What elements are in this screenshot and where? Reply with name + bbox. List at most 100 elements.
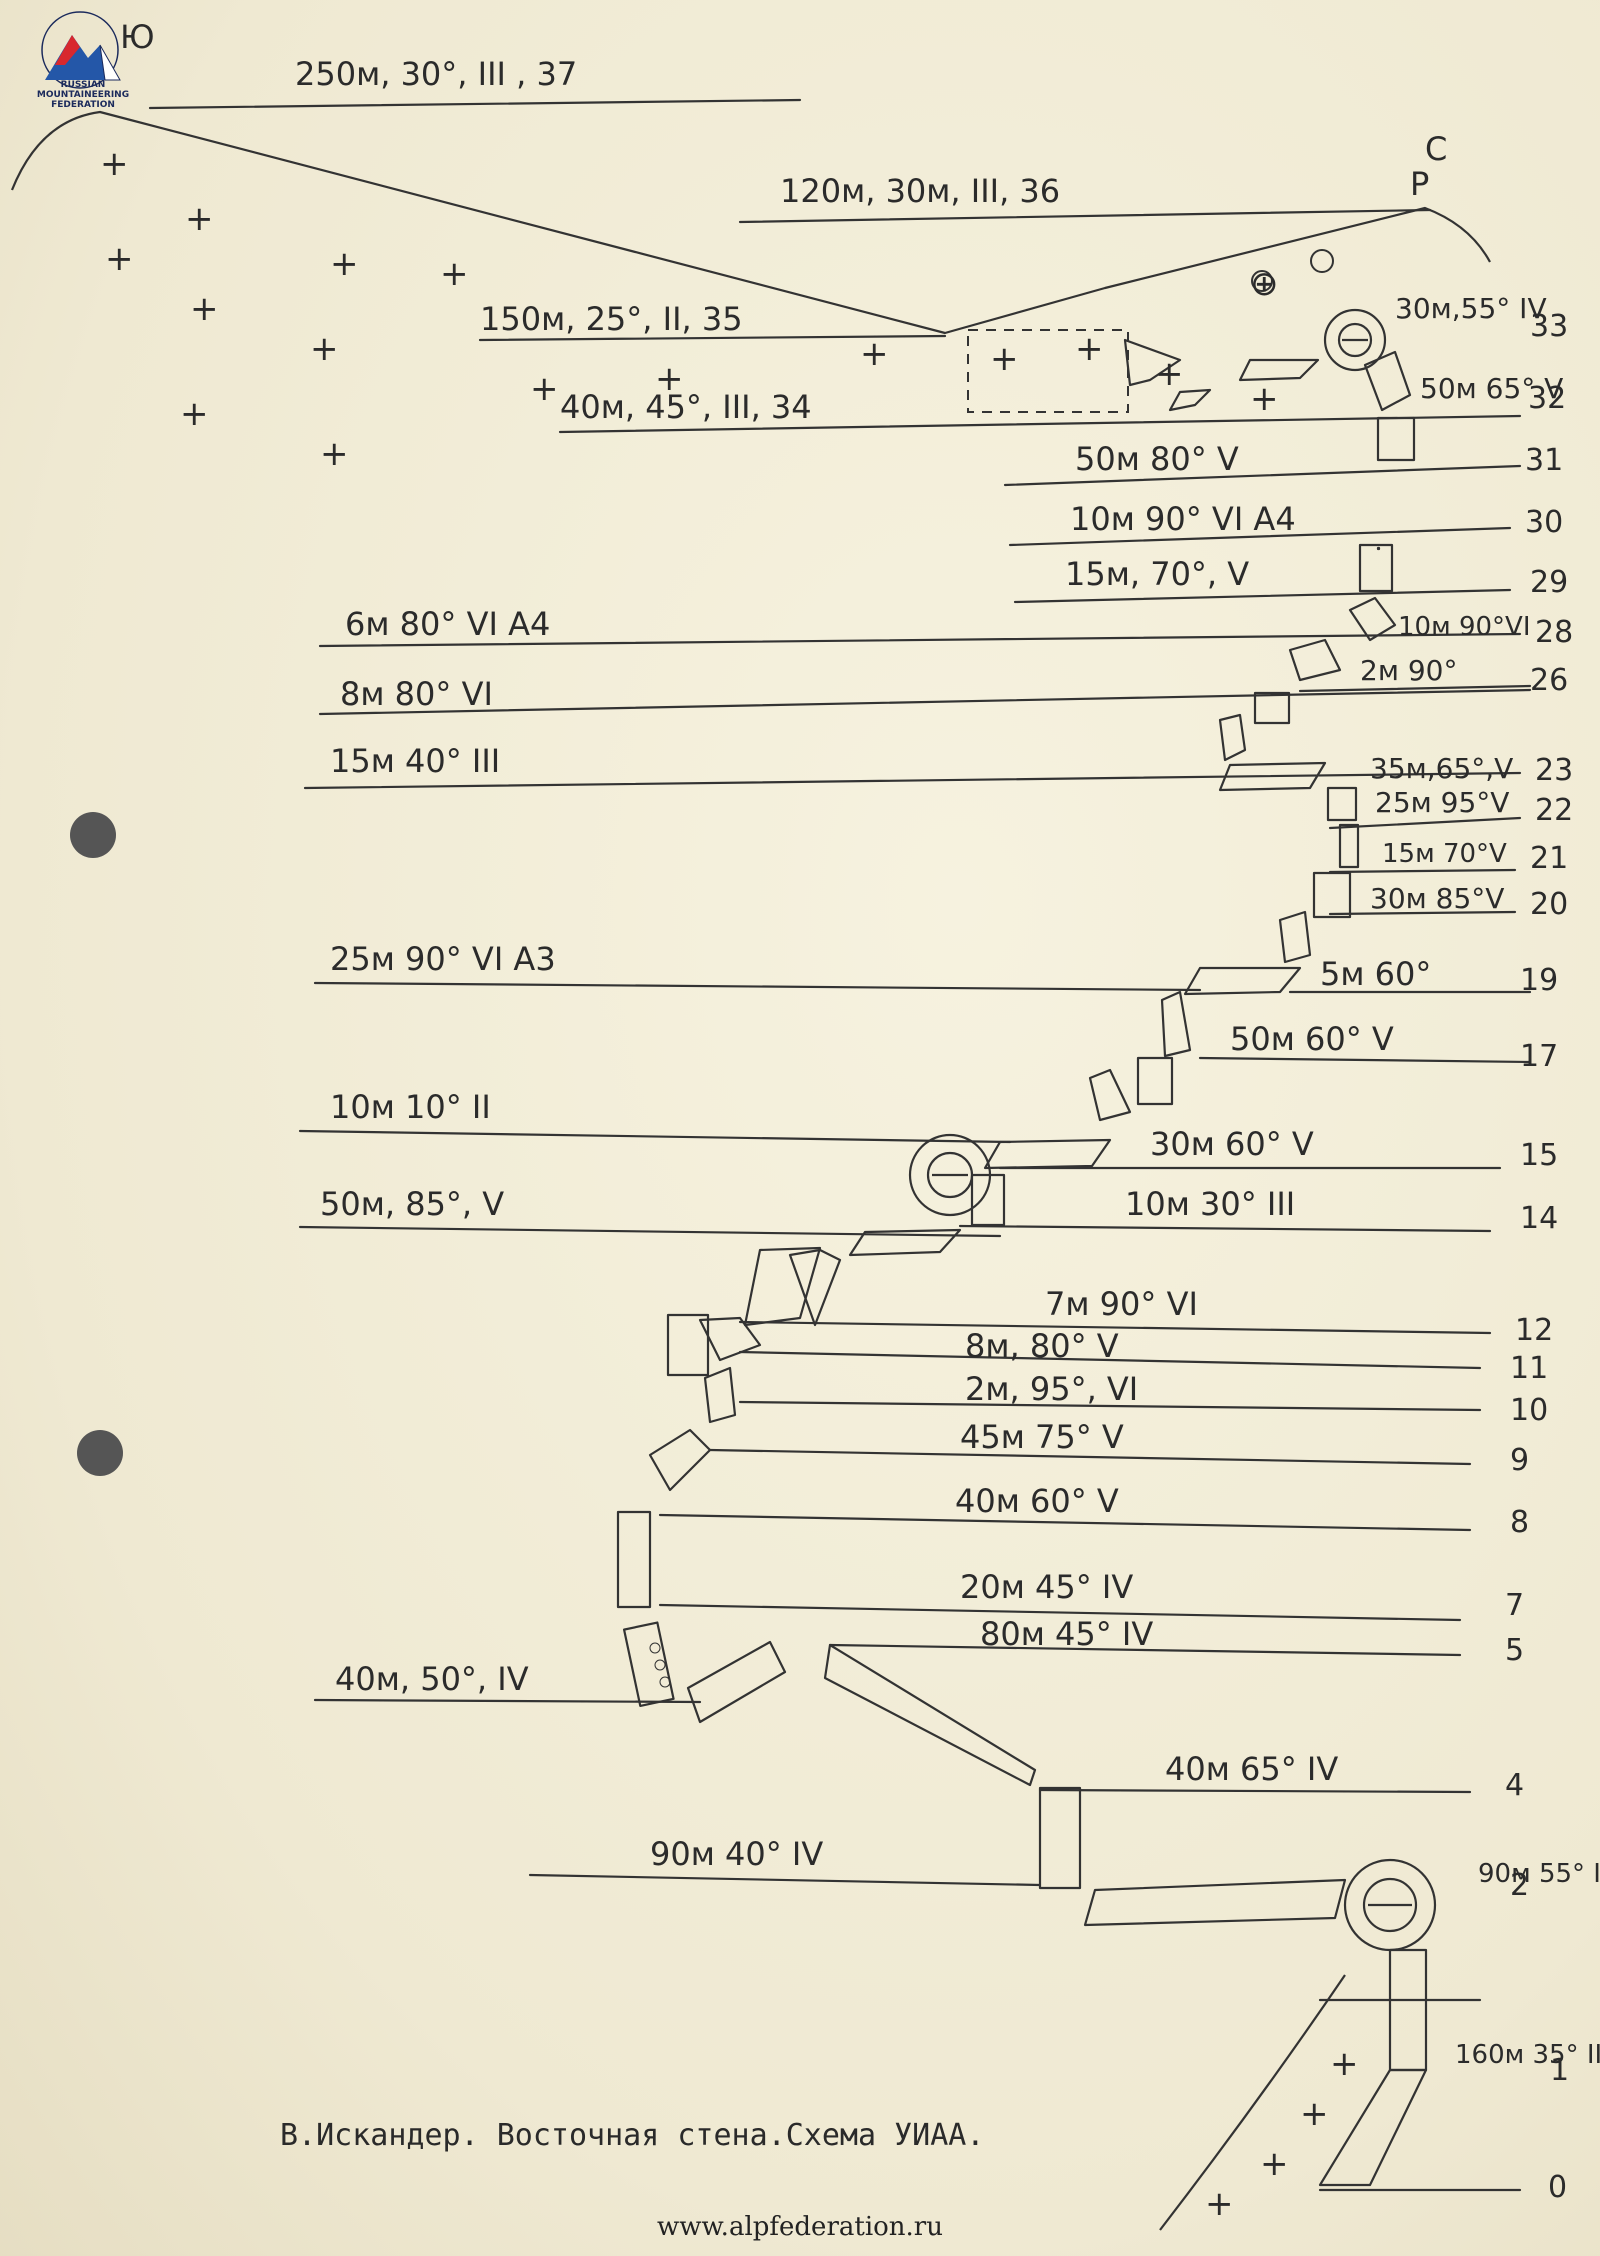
svg-text:19: 19 xyxy=(1520,963,1558,998)
label-pitch-21: 15м 70°V xyxy=(1382,839,1507,869)
svg-text:17: 17 xyxy=(1520,1039,1558,1074)
label-pitch-9: 45м 75° V xyxy=(960,1418,1124,1456)
svg-text:+: + xyxy=(1075,329,1104,369)
mountain-logo-icon xyxy=(41,11,121,89)
svg-text:+: + xyxy=(185,199,214,239)
svg-text:11: 11 xyxy=(1510,1351,1548,1386)
svg-text:+: + xyxy=(190,289,219,329)
label-pitch-17: 50м 60° V xyxy=(1230,1020,1394,1058)
pitch-numbers: 33 32 31 30 29 28 26 23 22 21 20 19 17 1… xyxy=(1505,309,1573,2205)
svg-text:+: + xyxy=(105,239,134,279)
label-pitch-15: 30м 60° V xyxy=(1150,1125,1314,1163)
svg-text:⊕: ⊕ xyxy=(1250,264,1279,304)
label-pitch-13: 50м, 85°, V xyxy=(320,1185,504,1223)
svg-text:9: 9 xyxy=(1510,1443,1529,1478)
label-pitch-30: 10м 90° VI A4 xyxy=(1070,500,1296,538)
svg-text:+: + xyxy=(440,254,469,294)
compass-north-arrow: Р xyxy=(1410,165,1429,203)
svg-text:+: + xyxy=(310,329,339,369)
label-pitch-35: 150м, 25°, II, 35 xyxy=(480,300,743,338)
label-pitch-22: 25м 95°V xyxy=(1375,786,1509,819)
svg-text:29: 29 xyxy=(1530,565,1568,600)
pitch-lines xyxy=(298,464,1532,2192)
pitch-line-34 xyxy=(558,414,1522,434)
svg-text:+: + xyxy=(320,434,349,474)
svg-text:23: 23 xyxy=(1535,753,1573,788)
svg-text:12: 12 xyxy=(1515,1313,1553,1348)
svg-text:+: + xyxy=(1155,354,1184,394)
scheme-caption: В.Искандер. Восточная стена.Схема УИАА. xyxy=(280,2118,985,2153)
svg-text:+: + xyxy=(180,394,209,434)
svg-text:14: 14 xyxy=(1520,1201,1558,1236)
label-pitch-27: 6м 80° VI A4 xyxy=(345,605,550,643)
pitch-line-36 xyxy=(738,208,1432,224)
svg-text:7: 7 xyxy=(1505,1588,1524,1623)
svg-text:33: 33 xyxy=(1530,309,1568,344)
svg-text:+: + xyxy=(330,244,359,284)
compass-south: Ю xyxy=(120,18,155,56)
label-pitch-34: 40м, 45°, III, 34 xyxy=(560,388,812,426)
svg-text:+: + xyxy=(990,339,1019,379)
label-pitch-32: 50м 65° V xyxy=(1420,372,1563,405)
logo-line-2: MOUNTAINEERING xyxy=(36,90,130,100)
label-pitch-11: 8м, 80° V xyxy=(965,1327,1119,1365)
svg-text:22: 22 xyxy=(1535,793,1573,828)
svg-text:28: 28 xyxy=(1535,615,1573,650)
label-pitch-5: 80м 45° IV xyxy=(980,1615,1153,1653)
logo-line-1: RUSSIAN xyxy=(60,80,106,90)
label-pitch-14: 10м 30° III xyxy=(1125,1185,1295,1223)
label-pitch-24: 15м 40° III xyxy=(330,742,500,780)
svg-text:+: + xyxy=(1260,2144,1289,2184)
label-pitch-28: 10м 90°VI xyxy=(1398,612,1531,642)
svg-text:15: 15 xyxy=(1520,1138,1558,1173)
footer-url: www.alpfederation.ru xyxy=(657,2212,943,2242)
label-pitch-10: 2м, 95°, VI xyxy=(965,1370,1138,1408)
svg-text:+: + xyxy=(100,144,129,184)
svg-text:1: 1 xyxy=(1550,2053,1569,2088)
svg-text:21: 21 xyxy=(1530,841,1568,876)
svg-text:32: 32 xyxy=(1528,381,1566,416)
terrain-marks: +++ +++ +++ +++ +++ ⊕+ ++++ xyxy=(100,144,1359,2224)
pitch-line-37 xyxy=(148,98,802,110)
label-pitch-33: 30м,55° IV xyxy=(1395,292,1547,325)
label-pitch-3: 90м 40° IV xyxy=(650,1835,823,1873)
svg-text:+: + xyxy=(530,369,559,409)
label-pitch-6: 40м, 50°, IV xyxy=(335,1660,529,1698)
pitch-line-35 xyxy=(478,334,947,342)
label-pitch-37: 250м, 30°, III , 37 xyxy=(295,55,577,93)
label-pitch-31: 50м 80° V xyxy=(1075,440,1239,478)
svg-text:+: + xyxy=(1205,2184,1234,2224)
svg-text:+: + xyxy=(655,359,684,399)
label-pitch-19: 5м 60° xyxy=(1320,955,1431,993)
compass-north: С xyxy=(1425,130,1447,168)
svg-text:30: 30 xyxy=(1525,505,1563,540)
label-pitch-16: 10м 10° II xyxy=(330,1088,491,1126)
federation-logo: RUSSIAN MOUNTAINEERING FEDERATION xyxy=(10,10,150,120)
label-pitch-1: 160м 35° III xyxy=(1455,2040,1600,2070)
label-pitch-8: 40м 60° V xyxy=(955,1482,1119,1520)
label-pitch-7: 20м 45° IV xyxy=(960,1568,1133,1606)
label-pitch-4: 40м 65° IV xyxy=(1165,1750,1338,1788)
label-pitch-20: 30м 85°V xyxy=(1370,882,1504,915)
svg-text:+: + xyxy=(1250,379,1279,419)
route-features xyxy=(616,249,1437,2231)
svg-text:10: 10 xyxy=(1510,1393,1548,1428)
svg-text:+: + xyxy=(1330,2044,1359,2084)
label-pitch-25: 8м 80° VI xyxy=(340,675,493,713)
label-pitch-2: 90м 55° IV xyxy=(1478,1859,1600,1889)
svg-text:+: + xyxy=(860,334,889,374)
label-pitch-36: 120м, 30м, III, 36 xyxy=(780,172,1060,210)
svg-text:2: 2 xyxy=(1510,1868,1529,1903)
svg-text:26: 26 xyxy=(1530,663,1568,698)
label-pitch-12: 7м 90° VI xyxy=(1045,1285,1198,1323)
svg-text:31: 31 xyxy=(1525,443,1563,478)
svg-text:20: 20 xyxy=(1530,887,1568,922)
label-pitch-23: 35м,65°,V xyxy=(1370,752,1513,785)
ridge-outline xyxy=(10,110,1491,335)
svg-text:5: 5 xyxy=(1505,1633,1524,1668)
svg-text:4: 4 xyxy=(1505,1768,1524,1803)
label-pitch-26: 2м 90° xyxy=(1360,654,1457,687)
svg-text:+: + xyxy=(1300,2094,1329,2134)
punch-hole-bottom xyxy=(77,1430,123,1476)
